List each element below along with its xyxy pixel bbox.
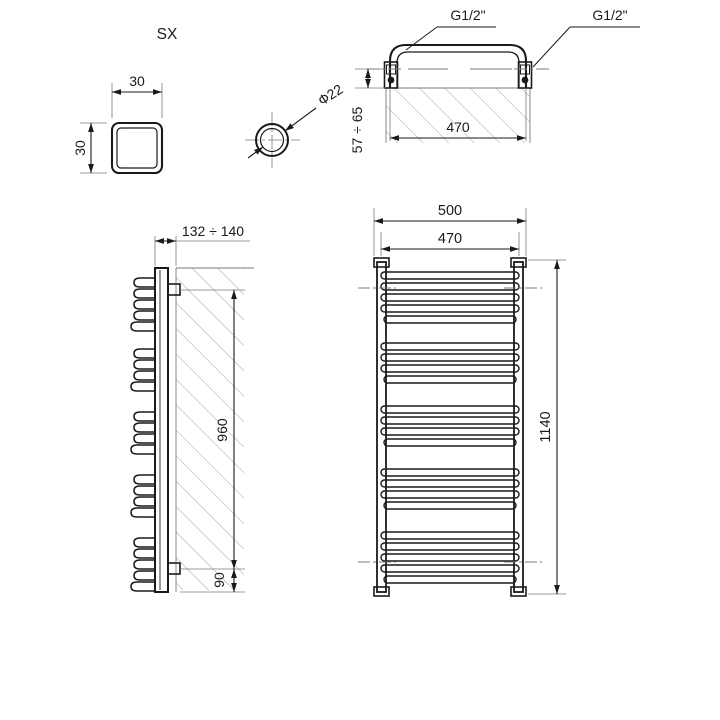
top-center-distance-label: 470 [446,119,470,135]
front-center-width-label: 470 [438,231,462,247]
left-port-label: G1/2" [450,7,485,23]
square-width-label: 30 [129,73,145,89]
side-bracket-span-label: 960 [214,418,230,442]
wall-offset-label: 57 ÷ 65 [349,106,365,153]
side-view-group: 132 ÷ 140 960 90 [130,223,254,593]
square-height-label: 30 [72,140,88,156]
top-view-group: G1/2" G1/2" 470 57 ÷ 65 [349,7,640,153]
side-bar-hooks [130,277,155,592]
title-sx: SX [157,26,178,43]
front-bars [380,271,520,584]
front-overall-width-label: 500 [438,203,462,219]
side-depth-label: 132 ÷ 140 [182,223,244,239]
front-view-group: 500 470 1140 [358,203,566,597]
right-port-label: G1/2" [592,7,627,23]
front-overall-height-label: 1140 [538,411,554,442]
side-lower-bracket-label: 90 [211,572,227,588]
square-profile-group: 30 30 [72,73,164,175]
